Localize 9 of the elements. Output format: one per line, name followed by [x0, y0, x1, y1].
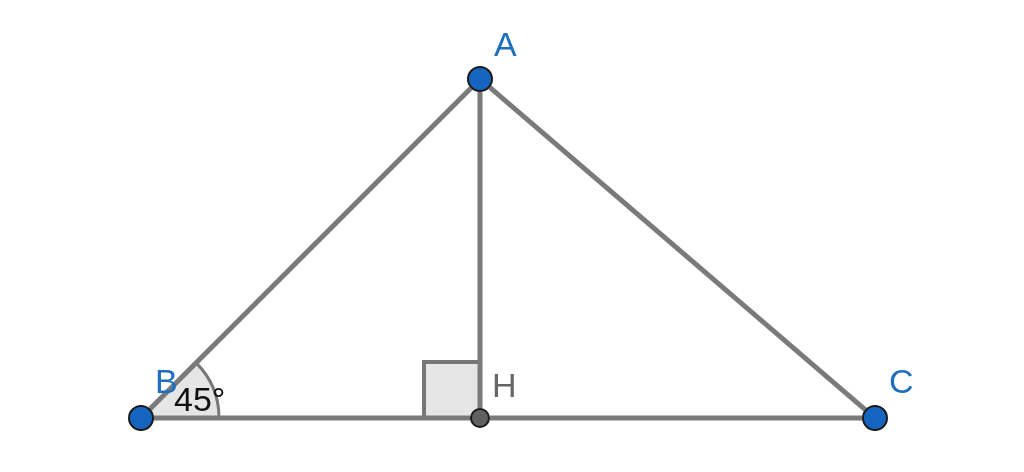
line-segment — [154, 415, 470, 421]
line-segment — [477, 92, 483, 408]
line-segment — [490, 415, 862, 421]
line-segment — [488, 85, 867, 412]
line-segment — [148, 86, 473, 411]
point-label: H — [492, 368, 517, 402]
point-label: B — [155, 364, 178, 398]
point-label: A — [494, 27, 517, 61]
point-label: C — [889, 364, 914, 398]
